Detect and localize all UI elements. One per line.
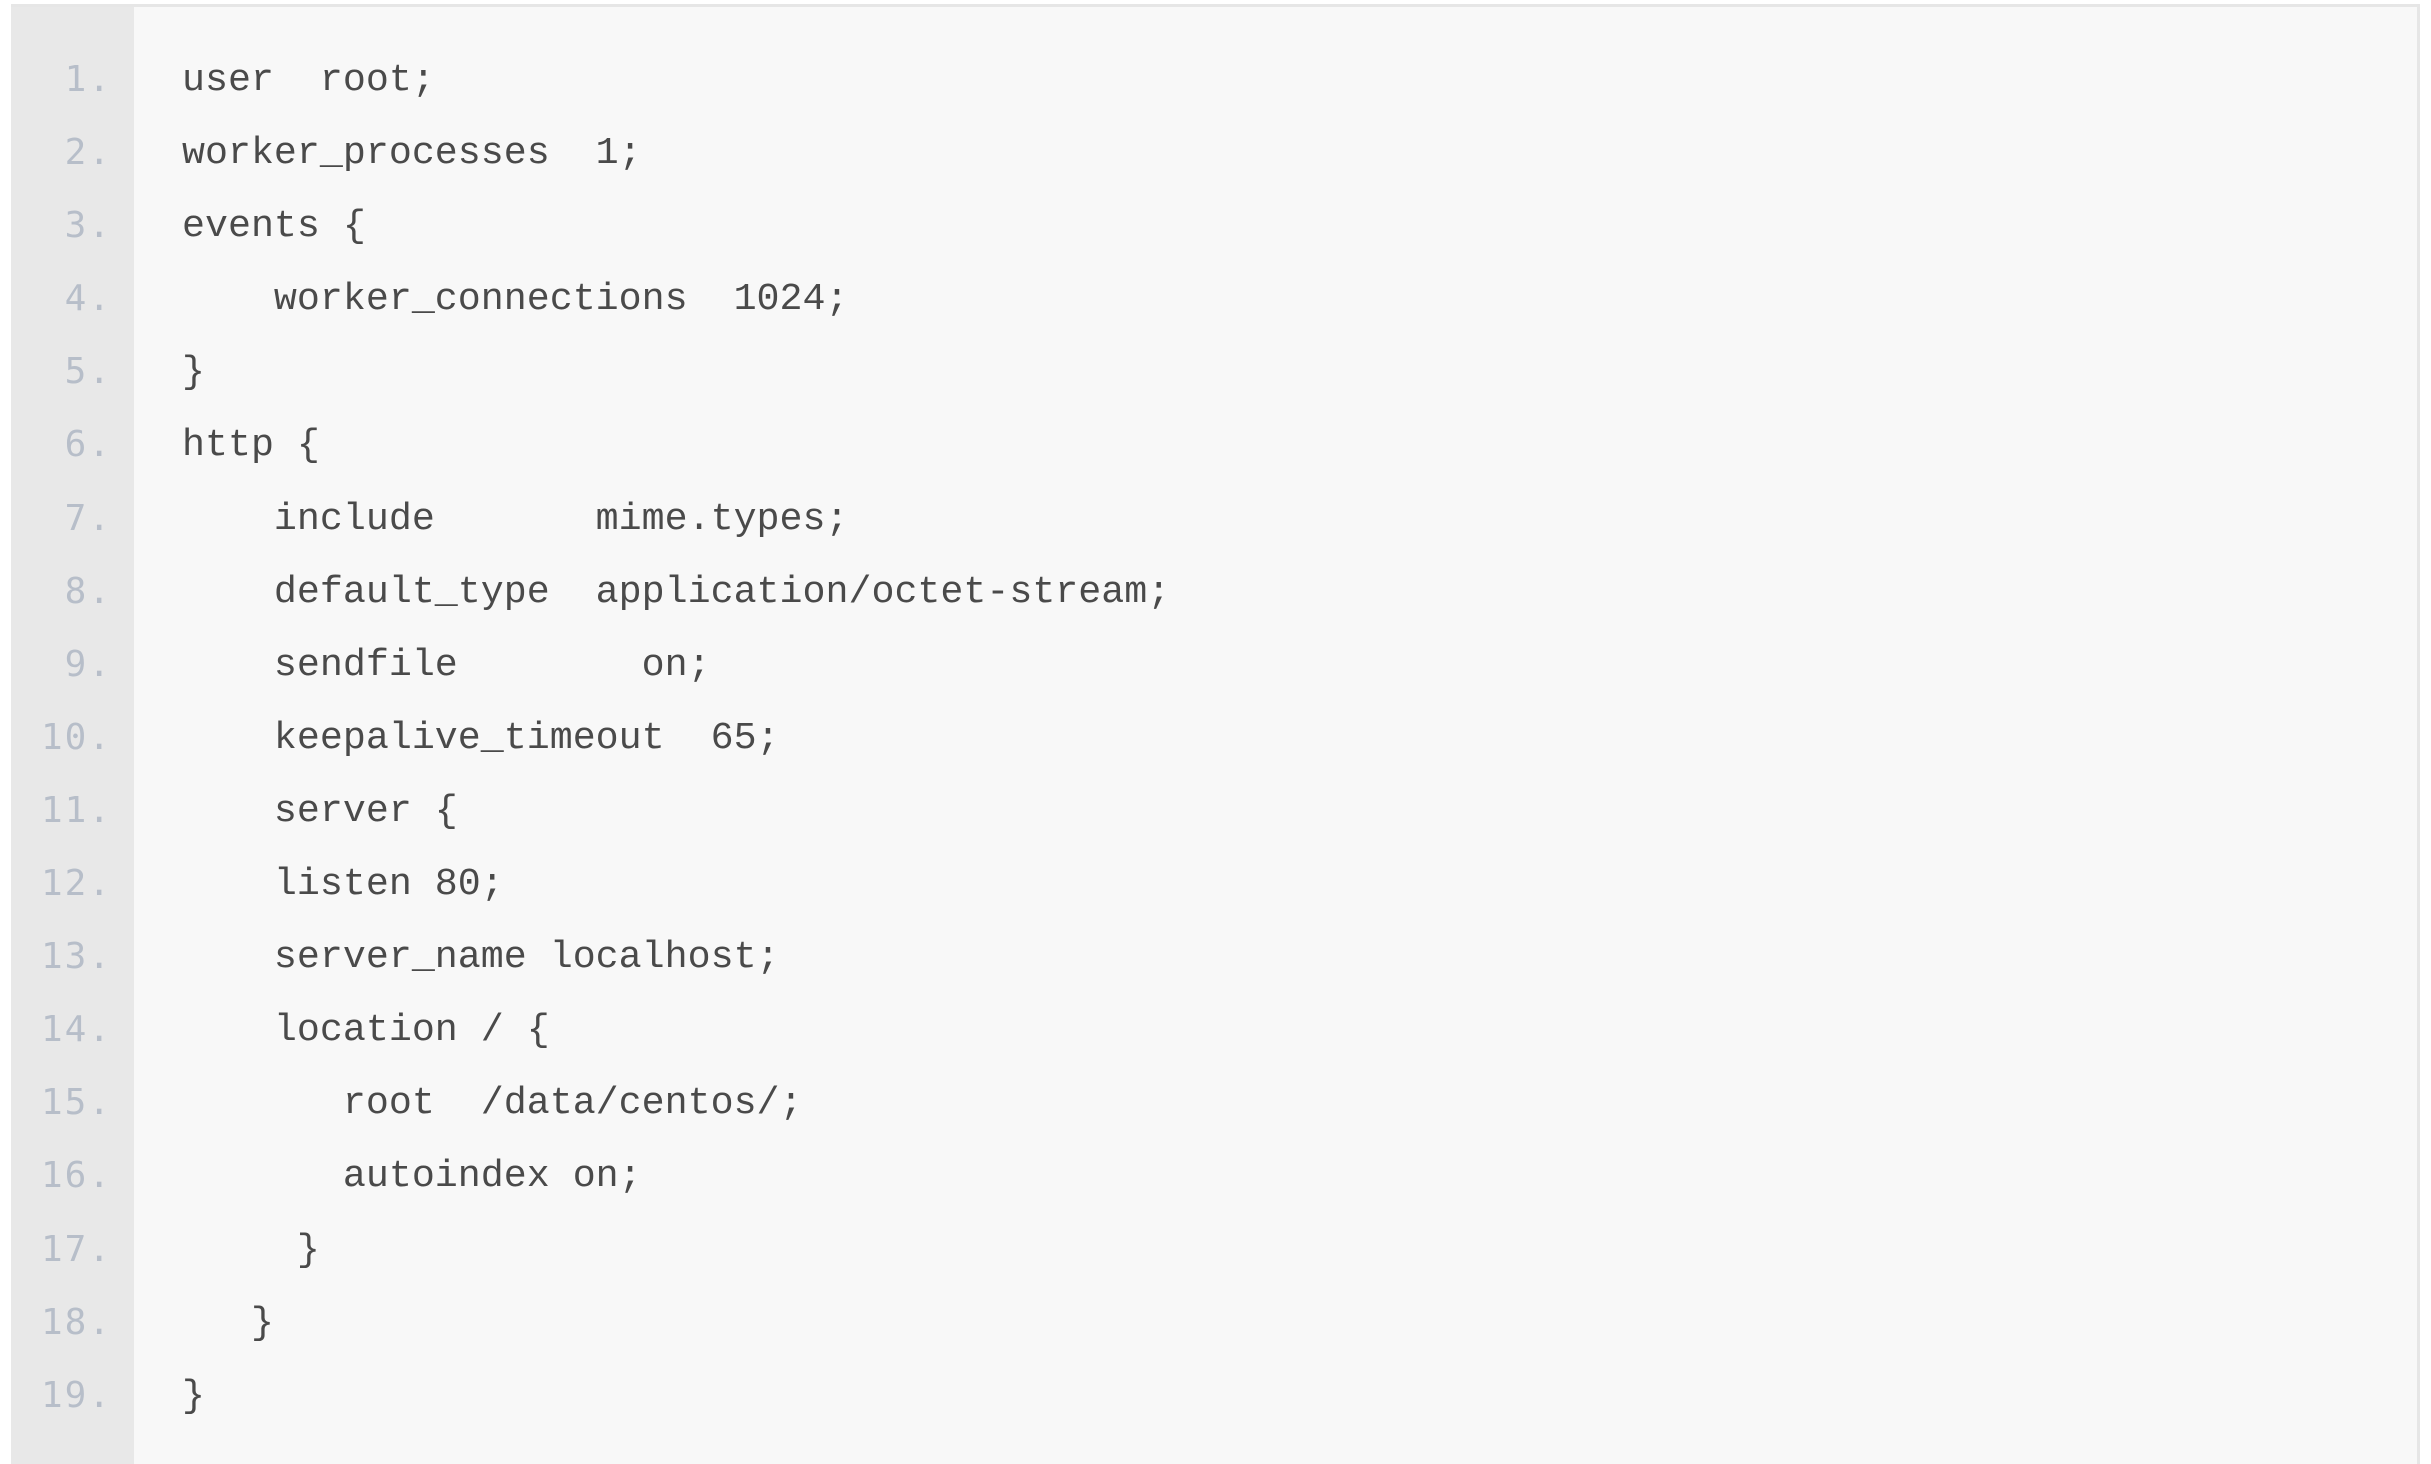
line-number: 5. — [64, 351, 112, 393]
code-text: include mime.types; — [182, 496, 849, 541]
code-text: } — [182, 1373, 205, 1418]
code-line: 3. events { — [11, 204, 2417, 277]
code-text: server_name localhost; — [182, 935, 780, 980]
line-number: 16. — [40, 1155, 112, 1197]
line-number: 12. — [40, 863, 112, 905]
code-text: http { — [182, 423, 320, 468]
code-text: sendfile on; — [182, 642, 711, 687]
code-text: keepalive_timeout 65; — [182, 715, 780, 760]
line-number: 6. — [64, 424, 112, 466]
line-number: 19. — [40, 1374, 112, 1416]
code-line: 8. default_type application/octet-stream… — [11, 570, 2417, 643]
line-number-gutter — [11, 7, 134, 1464]
code-line: 14. location / { — [11, 1008, 2417, 1081]
line-number: 13. — [40, 936, 112, 978]
line-number: 4. — [64, 278, 112, 320]
line-number: 11. — [40, 789, 112, 831]
code-line: 12. listen 80; — [11, 862, 2417, 935]
code-line: 9. sendfile on; — [11, 643, 2417, 716]
code-text: worker_connections 1024; — [182, 277, 849, 322]
code-text: server { — [182, 788, 458, 833]
code-line: 1. user root; — [11, 58, 2417, 131]
code-text: default_type application/octet-stream; — [182, 569, 1171, 614]
line-number: 3. — [64, 205, 112, 247]
code-text: worker_processes 1; — [182, 131, 642, 176]
code-line: 13. server_name localhost; — [11, 935, 2417, 1008]
code-line: 17. } — [11, 1228, 2417, 1301]
code-line: 18. } — [11, 1301, 2417, 1374]
code-line: 5.} — [11, 350, 2417, 423]
code-text: } — [182, 1300, 274, 1345]
code-line: 19.} — [11, 1374, 2417, 1447]
line-number: 8. — [64, 570, 112, 612]
code-line: 7. include mime.types; — [11, 497, 2417, 570]
code-line: 10. keepalive_timeout 65; — [11, 716, 2417, 789]
code-text: listen 80; — [182, 862, 504, 907]
code-block: 1. user root; 2. worker_processes 1; 3. eve… — [11, 4, 2420, 1464]
code-line: 2. worker_processes 1; — [11, 131, 2417, 204]
line-number: 9. — [64, 643, 112, 685]
code-line: 6. http { — [11, 423, 2417, 496]
line-number: 7. — [64, 497, 112, 539]
code-line: 4. worker_connections 1024; — [11, 277, 2417, 350]
code-text: } — [182, 350, 205, 395]
code-text: location / { — [182, 1008, 550, 1053]
code-lines: 1. user root; 2. worker_processes 1; 3. eve… — [11, 58, 2417, 1447]
code-line: 15. root /data/centos/; — [11, 1081, 2417, 1154]
code-line: 16. autoindex on; — [11, 1154, 2417, 1227]
line-number: 2. — [64, 132, 112, 174]
code-text: root /data/centos/; — [182, 1081, 803, 1126]
line-number: 1. — [64, 59, 112, 100]
line-number: 15. — [40, 1082, 112, 1124]
code-line: 11. server { — [11, 789, 2417, 862]
code-text: } — [182, 1227, 320, 1272]
code-text: events { — [182, 204, 366, 249]
code-text: user root; — [182, 58, 435, 102]
line-number: 18. — [40, 1301, 112, 1343]
line-number: 14. — [40, 1009, 112, 1051]
code-text: autoindex on; — [182, 1154, 642, 1199]
line-number: 17. — [40, 1228, 112, 1270]
line-number: 10. — [40, 716, 112, 758]
